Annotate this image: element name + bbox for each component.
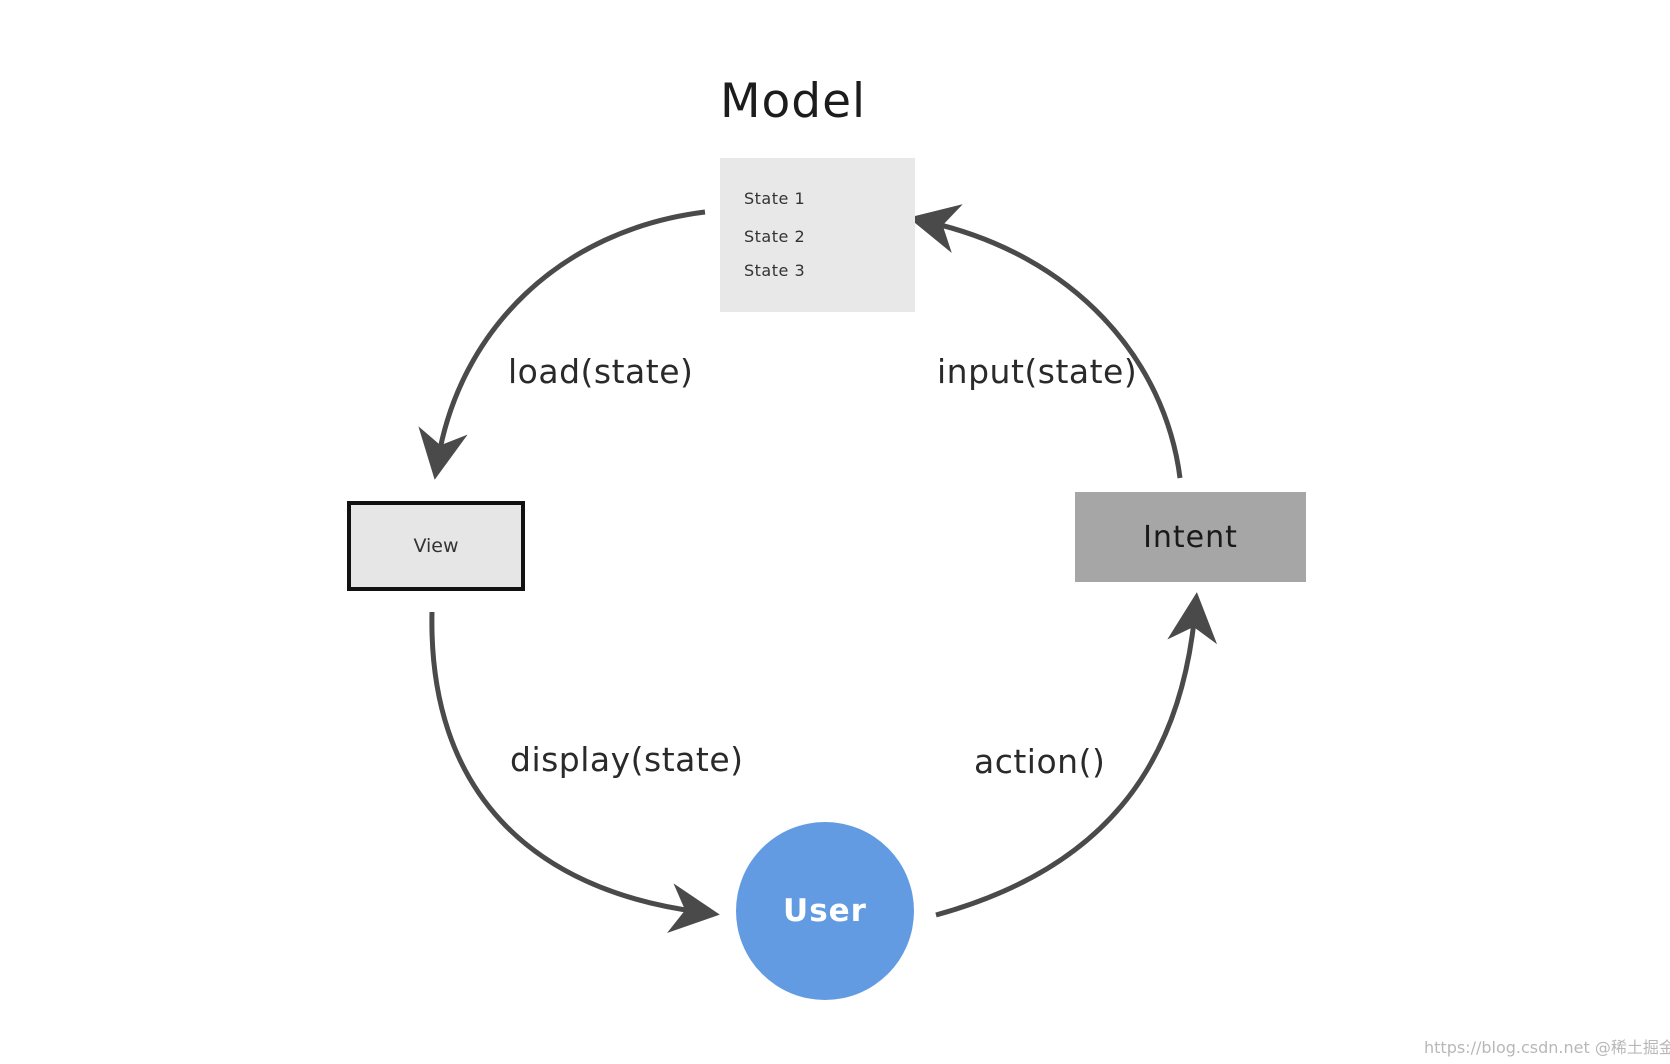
model-title: Model bbox=[720, 74, 867, 129]
watermark: https://blog.csdn.net @稀土掘金技术社区 bbox=[1424, 1038, 1670, 1057]
edge-label-input: input(state) bbox=[937, 352, 1138, 391]
state-item-3: State 3 bbox=[744, 261, 806, 280]
state-item-1: State 1 bbox=[744, 189, 806, 208]
arrow-view-to-user bbox=[429, 611, 720, 933]
arrow-intent-to-model bbox=[908, 204, 1183, 479]
user-node: User bbox=[736, 822, 914, 1000]
edge-label-action: action() bbox=[974, 742, 1106, 781]
edge-label-load: load(state) bbox=[508, 352, 694, 391]
model-box: State 1 State 2 State 3 bbox=[720, 158, 915, 312]
state-item-2: State 2 bbox=[744, 227, 806, 246]
arrow-user-to-intent bbox=[935, 592, 1218, 918]
edge-label-display: display(state) bbox=[510, 740, 744, 779]
intent-node: Intent bbox=[1075, 492, 1306, 582]
view-node: View bbox=[347, 501, 525, 591]
arrow-model-to-view bbox=[418, 209, 706, 480]
